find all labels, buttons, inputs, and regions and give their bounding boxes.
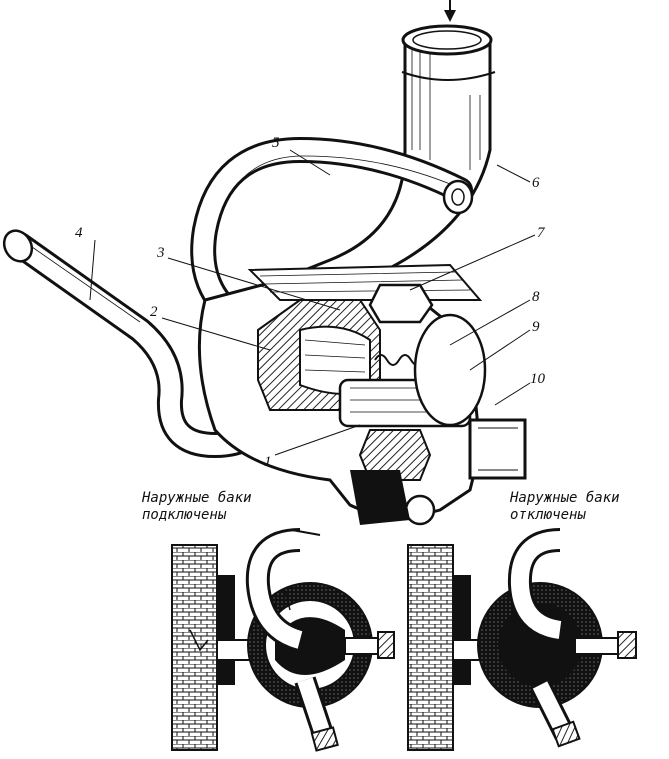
caption-disconnected: Наружные баки отключены	[510, 490, 620, 524]
callout-9: 9	[532, 319, 540, 335]
leader-lines	[89, 149, 536, 456]
callout-7: 7	[537, 225, 545, 241]
schematic-connected	[171, 528, 395, 752]
callout-1: 1	[264, 454, 272, 470]
callout-6: 6	[532, 175, 540, 191]
callout-3: 3	[157, 245, 165, 261]
caption-connected: Наружные баки подключены	[142, 490, 252, 524]
schematic-disconnected	[407, 528, 637, 751]
callout-8: 8	[532, 289, 540, 305]
callout-2: 2	[150, 304, 158, 320]
callout-4: 4	[75, 225, 83, 241]
callout-10: 10	[530, 371, 545, 387]
caption-connected-line1: Наружные баки	[142, 490, 252, 506]
bypass-pipe-5	[190, 136, 474, 333]
callout-5: 5	[272, 135, 280, 151]
inlet-arrow	[444, 0, 456, 22]
caption-disconnected-line2: отключены	[510, 507, 586, 523]
tap-body	[197, 263, 527, 526]
caption-disconnected-line1: Наружные баки	[510, 490, 620, 506]
caption-connected-line2: подключены	[142, 507, 227, 523]
